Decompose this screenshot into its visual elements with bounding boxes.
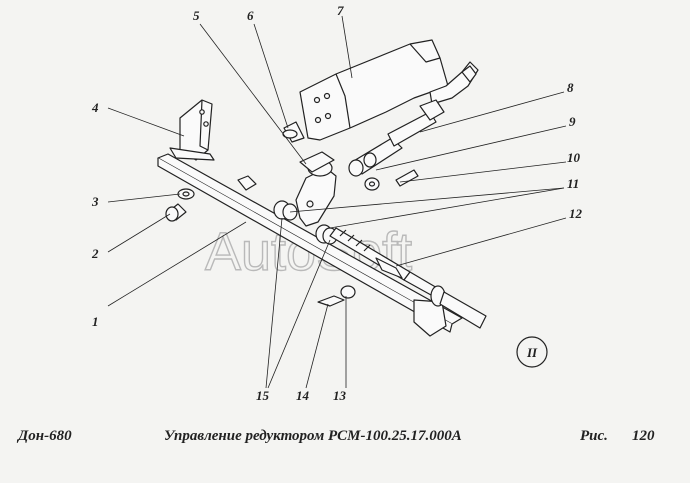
callout-2: 2 <box>91 246 99 261</box>
upper-bracket <box>299 39 479 141</box>
callout-6: 6 <box>247 8 254 23</box>
caption-fig-label: Рис. <box>580 428 608 444</box>
caption-title: Управление редуктором РСМ-100.25.17.000А <box>164 428 462 444</box>
view-marker-label: II <box>526 345 538 360</box>
callout-14: 14 <box>296 388 310 403</box>
callout-12: 12 <box>569 206 583 221</box>
spring-clip <box>317 285 356 307</box>
callout-8: 8 <box>567 80 574 95</box>
caption-left: Дон-680 <box>18 428 72 444</box>
leader-lines <box>107 15 567 389</box>
view-marker: II <box>516 336 548 368</box>
callout-5: 5 <box>193 8 200 23</box>
callout-3: 3 <box>91 194 99 209</box>
bolt-and-washer <box>165 188 195 222</box>
callout-4: 4 <box>91 100 99 115</box>
callout-11: 11 <box>567 176 579 191</box>
callout-10: 10 <box>567 150 581 165</box>
callout-9: 9 <box>569 114 576 129</box>
lever-bracket <box>295 151 337 227</box>
caption-fig-number: 120 <box>632 428 655 444</box>
callout-7: 7 <box>337 3 344 18</box>
callout-1: 1 <box>92 314 99 329</box>
callout-13: 13 <box>333 388 347 403</box>
adjusting-rod <box>329 227 487 329</box>
fork-rod-end <box>348 99 445 177</box>
callouts: 1 2 3 4 5 6 7 8 9 10 11 12 13 14 15 <box>91 3 583 403</box>
callout-15: 15 <box>256 388 270 403</box>
pin <box>282 121 305 143</box>
cotter-pin <box>395 169 419 187</box>
angle-bracket <box>169 99 215 161</box>
